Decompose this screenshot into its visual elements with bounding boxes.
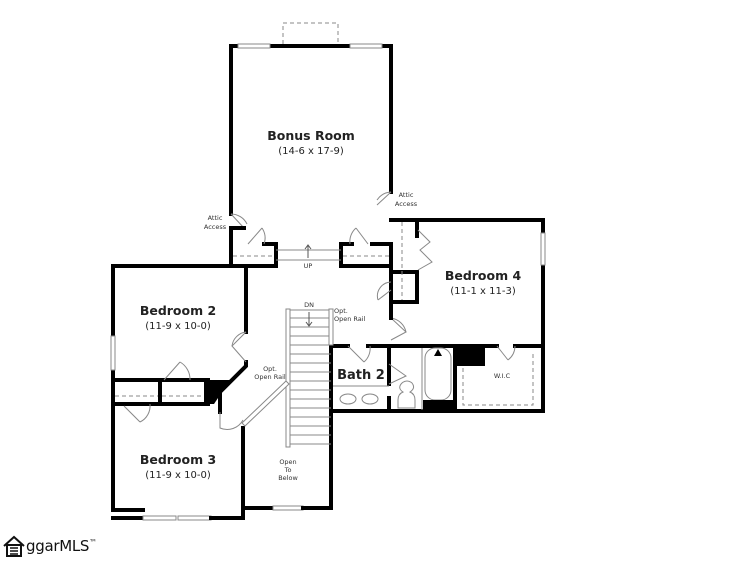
open-rail-label-left: Opt.	[263, 365, 277, 373]
window	[142, 515, 177, 521]
window	[349, 43, 383, 49]
bonus-room: UP Bonus Room (14-6 x 17-9) Attic Access…	[204, 22, 418, 270]
window	[110, 335, 116, 371]
bedroom-2: Bedroom 2 (11-9 x 10-0)	[110, 264, 248, 512]
open-to-below-label-3: Below	[278, 474, 298, 482]
open-rail-label-top-2: Open Rail	[334, 315, 366, 323]
window	[237, 43, 271, 49]
open-to-below-label: Open	[279, 458, 296, 466]
attic-access-label-left-2: Access	[204, 223, 227, 231]
room-name-bonus-room: Bonus Room	[267, 128, 355, 143]
room-name-bedroom-2: Bedroom 2	[140, 303, 216, 318]
mls-logo: ggarMLS™	[2, 532, 97, 560]
stairs-down-label: DN	[304, 301, 314, 309]
attic-access-label-right: Attic	[399, 191, 414, 199]
window	[177, 515, 212, 521]
bedroom-4: Bedroom 4 (11-1 x 11-3)	[376, 218, 546, 348]
logo-wordmark: ggarMLS	[26, 537, 90, 555]
bath-2: W.I.C Bath 2	[329, 344, 545, 413]
room-name-bedroom-3: Bedroom 3	[140, 452, 216, 467]
stairs-up-label: UP	[304, 262, 313, 270]
open-to-below-label-2: To	[284, 466, 292, 474]
window	[272, 505, 304, 511]
attic-access-label-left: Attic	[208, 214, 223, 222]
room-dimensions-bonus-room: (14-6 x 17-9)	[278, 146, 344, 157]
room-dimensions-bedroom-3: (11-9 x 10-0)	[145, 470, 211, 481]
room-name-wic: W.I.C	[494, 372, 511, 380]
open-rail-label-left-2: Open Rail	[254, 373, 286, 381]
room-dimensions-bedroom-4: (11-1 x 11-3)	[450, 286, 516, 297]
room-name-bedroom-4: Bedroom 4	[445, 268, 522, 283]
logo-text: ggarMLS™	[26, 537, 97, 555]
bedroom-3: Bedroom 3 (11-9 x 10-0)	[111, 412, 275, 521]
house-icon	[3, 535, 25, 557]
bump-out-outline	[282, 22, 339, 46]
window	[540, 232, 546, 266]
attic-access-label-right-2: Access	[395, 200, 418, 208]
trademark-symbol: ™	[89, 538, 97, 547]
stair-hall: DN Opt. Open Rail Opt. Open Rail Open To…	[241, 301, 366, 511]
open-rail-label-top: Opt.	[334, 307, 348, 315]
room-name-bath-2: Bath 2	[337, 368, 385, 383]
room-dimensions-bedroom-2: (11-9 x 10-0)	[145, 321, 211, 332]
